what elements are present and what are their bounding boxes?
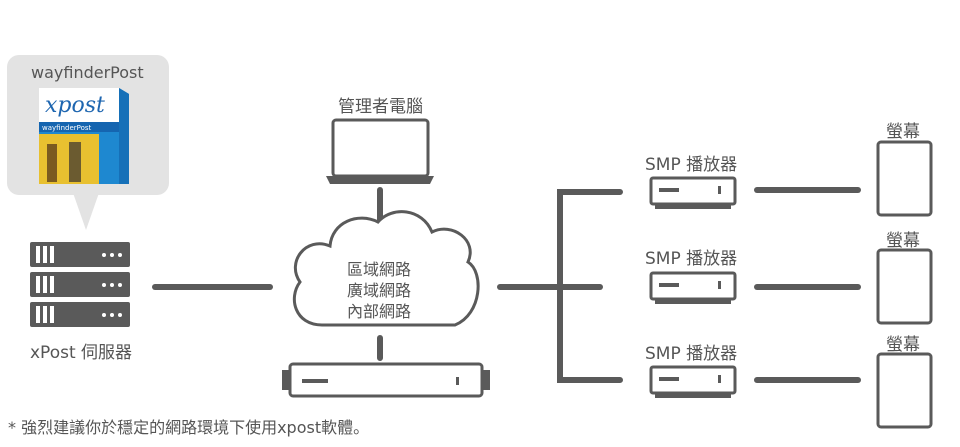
server-label: xPost 伺服器 xyxy=(30,343,133,363)
smp-player-label-1: SMP 播放器 xyxy=(645,155,738,175)
screen-label-3: 螢幕 xyxy=(886,335,920,355)
network-label-wan: 廣域網路 xyxy=(347,281,412,300)
smp-player-label-2: SMP 播放器 xyxy=(645,249,738,269)
network-label-intranet: 內部網路 xyxy=(347,302,412,321)
network-label-lan: 區域網路 xyxy=(347,260,412,279)
screen-icon-2 xyxy=(876,248,933,325)
rack-device-icon xyxy=(282,362,490,398)
screen-label-1: 螢幕 xyxy=(886,122,920,142)
product-box-image: xpost wayfinderPost xyxy=(39,88,129,184)
screen-icon-3 xyxy=(876,352,933,429)
box-title-text: wayfinderPost xyxy=(42,124,92,132)
smp-player-icon-3 xyxy=(649,365,737,398)
smp-player-label-3: SMP 播放器 xyxy=(645,344,738,364)
product-name-label: wayfinderPost xyxy=(31,63,144,82)
footnote: * 強烈建議你於穩定的網路環境下使用xpost軟體。 xyxy=(8,418,370,437)
screen-label-2: 螢幕 xyxy=(886,231,920,251)
laptop-icon xyxy=(326,118,434,184)
server-icon xyxy=(30,242,130,327)
cloud-icon xyxy=(292,210,480,327)
screen-icon-1 xyxy=(876,140,933,217)
admin-pc-label: 管理者電腦 xyxy=(338,97,423,117)
callout-pointer xyxy=(72,190,100,230)
box-brand-text: xpost xyxy=(45,93,105,118)
smp-player-icon-2 xyxy=(649,271,737,304)
smp-player-icon-1 xyxy=(649,176,737,209)
